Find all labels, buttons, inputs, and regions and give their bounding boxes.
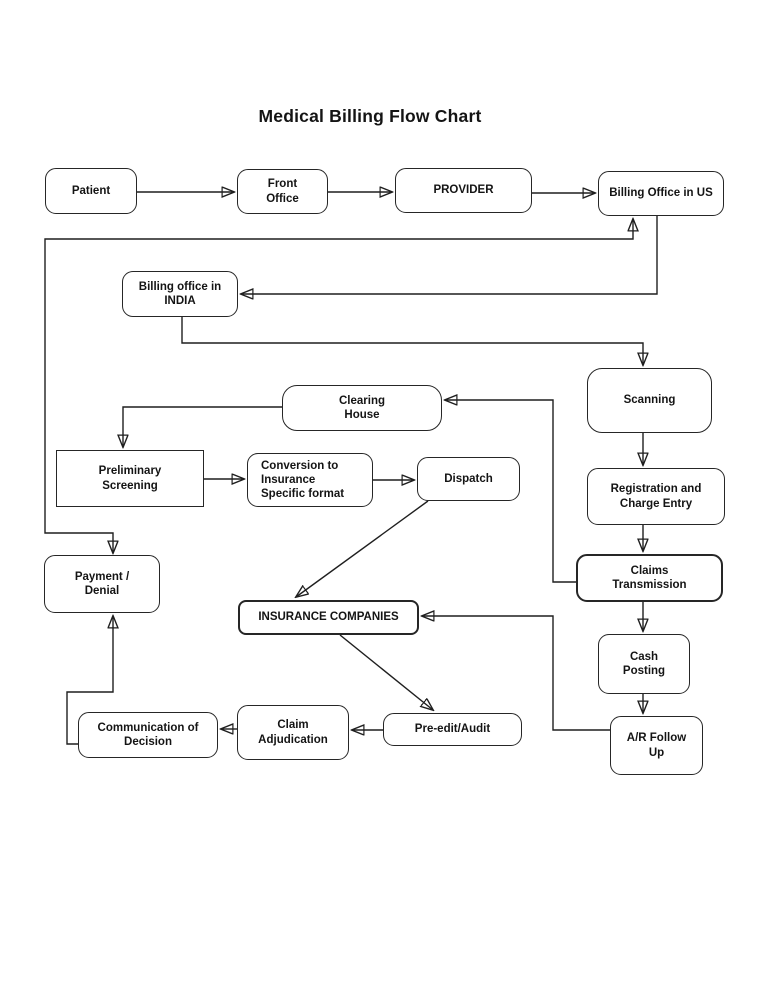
node-insurance-companies: INSURANCE COMPANIES	[238, 600, 419, 635]
node-label: Communication of Decision	[97, 721, 199, 748]
node-cash-posting: Cash Posting	[598, 634, 690, 694]
node-pre-edit-audit: Pre-edit/Audit	[383, 713, 522, 746]
node-ar-follow-up: A/R Follow Up	[610, 716, 703, 775]
edge-communication-payment-denial	[66, 616, 113, 745]
node-label: Registration and Charge Entry	[610, 483, 702, 510]
node-clearing-house: Clearing House	[282, 385, 442, 431]
node-label: Conversion to Insurance Specific format	[261, 459, 345, 500]
node-communication-of-decision: Communication of Decision	[78, 712, 218, 758]
edge-clearing-house-preliminary-screening	[123, 406, 282, 447]
node-dispatch: Dispatch	[417, 457, 520, 501]
node-label: Billing office in INDIA	[138, 280, 222, 307]
edge-ar-follow-up-insurance-companies	[422, 616, 610, 731]
node-label: Clearing House	[338, 394, 385, 421]
edge-claims-transmission-clearing-house	[445, 400, 576, 583]
node-billing-office-india: Billing office in INDIA	[122, 271, 238, 317]
node-claims-transmission: Claims Transmission	[576, 554, 723, 602]
node-label: INSURANCE COMPANIES	[258, 611, 399, 624]
node-label: Dispatch	[444, 472, 493, 485]
node-label: Front Office	[266, 178, 299, 205]
node-preliminary-screening: Preliminary Screening	[56, 450, 204, 507]
edge-insurance-companies-pre-edit-audit	[339, 634, 433, 710]
edge-billing-india-scanning	[181, 317, 643, 365]
node-label: Preliminary Screening	[98, 465, 162, 492]
node-label: Billing Office in US	[609, 187, 713, 200]
node-billing-office-us: Billing Office in US	[598, 171, 724, 216]
node-payment-denial: Payment / Denial	[44, 555, 160, 613]
page-title: Medical Billing Flow Chart	[258, 106, 482, 126]
node-patient: Patient	[45, 168, 137, 214]
node-label: PROVIDER	[433, 184, 494, 197]
edge-payment-denial-billing-us-bidirectional	[44, 219, 633, 553]
node-label: Cash Posting	[622, 650, 666, 677]
edge-billing-us-billing-india	[241, 216, 658, 294]
node-label: Pre-edit/Audit	[414, 723, 491, 736]
node-claim-adjudication: Claim Adjudication	[237, 705, 349, 760]
node-label: Payment / Denial	[74, 570, 130, 597]
node-label: A/R Follow Up	[626, 732, 687, 759]
node-label: Claims Transmission	[612, 564, 687, 591]
node-label: Patient	[71, 184, 111, 197]
node-scanning: Scanning	[587, 368, 712, 433]
node-conversion-to-insurance-specific-format: Conversion to Insurance Specific format	[247, 453, 373, 507]
node-front-office: Front Office	[237, 169, 328, 214]
node-label: Claim Adjudication	[258, 719, 328, 746]
node-label: Scanning	[623, 394, 676, 407]
node-provider: PROVIDER	[395, 168, 532, 213]
edge-dispatch-insurance-companies	[296, 500, 429, 597]
node-registration-and-charge-entry: Registration and Charge Entry	[587, 468, 725, 525]
